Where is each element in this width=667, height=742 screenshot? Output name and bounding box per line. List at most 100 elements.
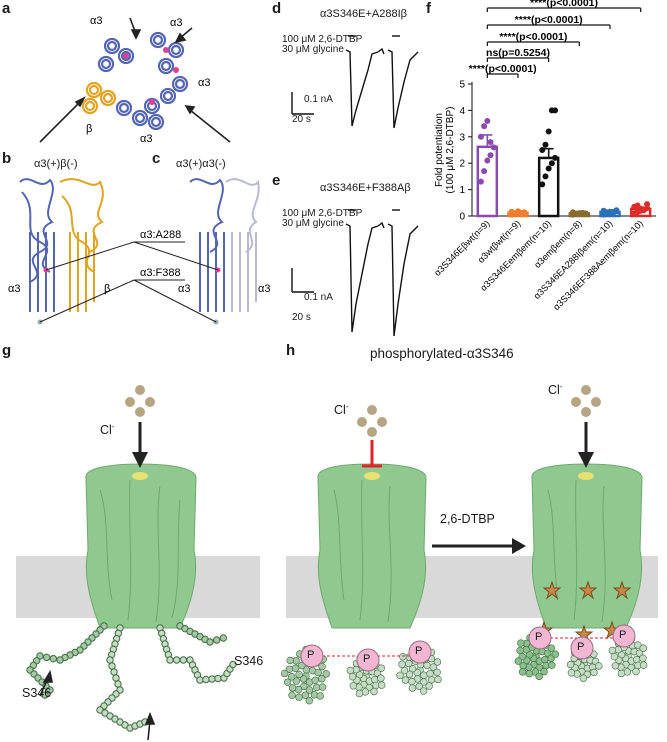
a-label-1: α3 <box>90 15 102 27</box>
comparison-label: ns(p=0.5254) <box>486 47 550 59</box>
cluster-bead <box>610 652 619 661</box>
phospho-sites-left <box>300 640 432 672</box>
data-point <box>490 144 497 151</box>
residue-a288: α3:A288 <box>140 229 181 241</box>
data-point <box>484 117 491 124</box>
receptor-h-right <box>531 463 643 629</box>
g-site-s346-left: S346 <box>22 686 52 700</box>
data-point <box>539 181 546 188</box>
cluster-bead <box>299 675 308 683</box>
panel-c-title: α3(+)α3(-) <box>176 158 226 170</box>
receptor-g <box>85 463 197 629</box>
chain-bead <box>208 675 216 683</box>
chain-bead <box>56 656 64 664</box>
cluster-bead <box>567 669 576 677</box>
chain-bead <box>212 636 221 644</box>
p-label-3: P <box>415 645 423 657</box>
chain-bead <box>172 656 181 664</box>
h-title: phosphorylated-α3S346 <box>370 346 514 361</box>
data-point <box>542 141 549 148</box>
cluster-bead <box>420 678 428 686</box>
a-label-2: α3 <box>170 17 182 29</box>
comparison-label: ****(p<0.0001) <box>515 14 583 26</box>
panel-e-scale-x: 20 s <box>292 312 311 323</box>
panel-d-drug: 100 μM 2,6-DTBP <box>282 34 363 45</box>
y-axis-label: Fold potentiation <box>434 113 445 187</box>
h-arrow-label: 2,6-DTBP <box>440 512 495 526</box>
data-point <box>487 152 494 159</box>
cluster-bead <box>408 684 417 692</box>
cluster-bead <box>595 662 603 670</box>
cluster-bead <box>518 668 527 676</box>
panel-gh-schematic <box>16 385 658 741</box>
cluster-bead <box>370 687 378 696</box>
cluster-bead <box>305 686 314 694</box>
cluster-bead <box>608 646 617 655</box>
cluster-bead <box>405 670 414 679</box>
b-beta-subunit <box>59 178 104 312</box>
data-point <box>552 154 559 161</box>
chain-bead <box>46 686 54 694</box>
panel-d-scale-x: 20 s <box>292 114 311 125</box>
g-site-s346-right: S346 <box>234 654 264 668</box>
cluster-bead <box>514 657 523 665</box>
cluster-bead <box>377 674 385 682</box>
panel-d-trace <box>291 35 419 129</box>
cluster-bead <box>548 661 556 669</box>
panel-b-title: α3(+)β(-) <box>34 158 78 170</box>
panel-label-g: g <box>2 342 12 359</box>
h-cl-right: Cl- <box>548 382 563 398</box>
data-point <box>477 178 484 185</box>
cluster-bead <box>611 662 620 670</box>
cluster-bead <box>314 668 322 677</box>
chain-bead <box>214 674 222 683</box>
y-tick-label: 3 <box>459 132 465 143</box>
cluster-bead <box>617 669 626 678</box>
data-point <box>477 133 484 140</box>
h-cl-left: Cl- <box>334 402 349 418</box>
chain-bead <box>179 656 188 664</box>
p-label-6: P <box>619 629 627 641</box>
data-point <box>481 123 488 130</box>
data-point <box>539 147 546 153</box>
cluster-bead <box>426 669 434 678</box>
data-point <box>545 128 552 135</box>
cluster-bead <box>400 666 409 675</box>
panel-label-a: a <box>2 0 11 17</box>
chain-bead <box>49 654 58 663</box>
chain-bead <box>110 668 118 676</box>
cluster-bead <box>316 692 324 700</box>
panel-b-structure: α3 β α3 α3 α3:A288 α3:F388 <box>8 178 270 325</box>
cluster-bead <box>280 669 289 678</box>
comparison-label: ****(p<0.0001) <box>499 31 567 43</box>
panel-e-glycine: 30 μM glycine <box>282 218 344 229</box>
chain-bead <box>206 638 214 646</box>
cluster-bead <box>639 661 648 669</box>
cluster-bead <box>287 673 296 681</box>
cluster-bead <box>547 644 556 652</box>
comparison-label: ****(p<0.0001) <box>469 63 537 75</box>
chain-bead <box>219 634 228 642</box>
cluster-bead <box>535 672 543 681</box>
cluster-bead <box>517 639 525 647</box>
data-point <box>518 209 525 216</box>
cluster-bead <box>566 660 575 669</box>
c-alpha-subunit-2 <box>225 178 260 312</box>
residue-f388: α3:F388 <box>140 267 181 279</box>
receptor-h-left <box>317 463 427 629</box>
cluster-bead <box>311 676 319 684</box>
panel-d-glycine: 30 μM glycine <box>282 44 344 55</box>
p-label-5: P <box>577 641 585 653</box>
chain-bead <box>42 653 51 662</box>
cluster-bead <box>288 691 296 699</box>
g-cl-ion: Cl- <box>100 422 115 438</box>
cluster-bead <box>377 681 386 689</box>
chain-bead <box>229 660 237 669</box>
cluster-bead <box>425 682 433 690</box>
panel-e-title: α3S346E+F388Aβ <box>320 182 411 194</box>
cluster-bead <box>283 678 292 686</box>
cluster-bead <box>305 696 314 705</box>
data-point <box>582 210 589 217</box>
cluster-bead <box>525 669 534 678</box>
